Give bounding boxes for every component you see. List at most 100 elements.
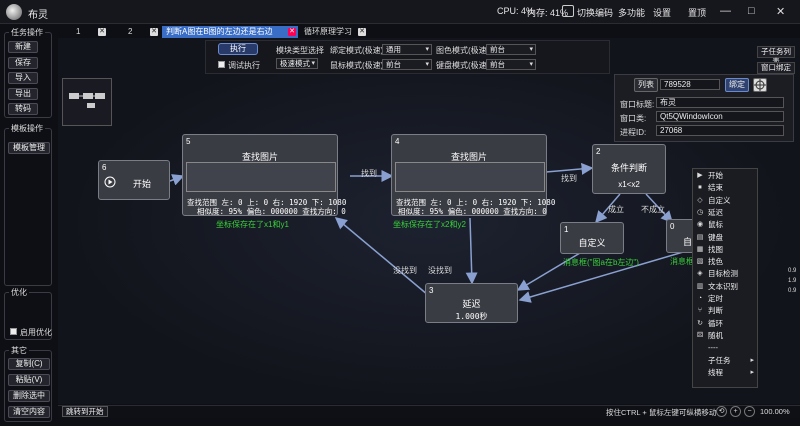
- menu-item-icon: ◉: [696, 221, 704, 229]
- context-menu-item[interactable]: ▤键盘: [692, 232, 758, 244]
- menu-item-icon: ◔: [697, 295, 703, 302]
- node-number: 6: [102, 163, 107, 172]
- tab-close-icon[interactable]: ✕: [358, 28, 366, 36]
- window-title-label: 窗口标题:: [620, 100, 655, 109]
- window-class-field[interactable]: Qt5QWindowIcon: [656, 111, 784, 122]
- edge-custom0-to-delay: [518, 249, 691, 303]
- delete-selected-button[interactable]: 删除选中: [8, 390, 50, 402]
- close-button[interactable]: ✕: [776, 6, 786, 18]
- module-type-label: 模块类型选择: [276, 46, 324, 55]
- tab-close-icon[interactable]: ✕: [98, 28, 106, 36]
- save-button[interactable]: 保存: [8, 57, 38, 69]
- tab-label: 判断A图在B图的左边还是右边: [166, 27, 273, 36]
- window-bind-tab[interactable]: 窗口绑定: [757, 62, 795, 74]
- tab-label: 2: [128, 27, 133, 36]
- group-title: 其它: [9, 345, 29, 356]
- clear-content-button[interactable]: 清空内容: [8, 406, 50, 418]
- edge-label-not-found: 没找到: [428, 266, 452, 275]
- switch-code-button[interactable]: 切换编码: [577, 8, 614, 18]
- paste-button[interactable]: 粘贴(V): [8, 374, 50, 386]
- menu-item-label: 自定义: [708, 195, 731, 205]
- copy-button[interactable]: 复制(C): [8, 358, 50, 370]
- app-logo-icon: [6, 4, 22, 20]
- edge-custom1-to-delay: [516, 252, 581, 291]
- context-menu-item[interactable]: ◇自定义: [692, 195, 758, 207]
- tab-2[interactable]: 2✕: [124, 26, 160, 38]
- process-id-field[interactable]: 27068: [656, 125, 784, 136]
- new-button[interactable]: 新建: [8, 41, 38, 53]
- window-title-field[interactable]: 布灵: [656, 97, 784, 108]
- menu-item-icon: ◷: [696, 208, 704, 216]
- zoom-out-icon[interactable]: −: [744, 406, 755, 417]
- menu-item-icon: ⏹: [698, 184, 702, 192]
- context-menu-item[interactable]: ⑂判断: [692, 305, 758, 317]
- context-menu-item[interactable]: 线程▸: [692, 367, 758, 379]
- context-menu-item[interactable]: ↻循环: [692, 318, 758, 330]
- module-type-select[interactable]: 极速模式: [276, 58, 318, 69]
- node-title: 自定义: [578, 238, 606, 248]
- node-custom-1[interactable]: 1 自定义: [560, 222, 624, 254]
- mouse-mode-select[interactable]: 前台: [382, 59, 432, 70]
- pin-button[interactable]: 置顶: [688, 8, 707, 18]
- menu-item-label: 延迟: [708, 207, 723, 217]
- template-manage-button[interactable]: 模板管理: [8, 142, 50, 154]
- bind-mode-select[interactable]: 通用: [382, 44, 432, 55]
- image-mode-select[interactable]: 前台: [486, 44, 536, 55]
- tab-close-icon[interactable]: ✕: [288, 28, 296, 36]
- context-menu-item[interactable]: ⚄随机: [692, 330, 758, 342]
- tab-compare-images[interactable]: 判断A图在B图的左边还是右边 ✕: [162, 26, 298, 38]
- edge-cond-to-custom0: [645, 193, 674, 224]
- fit-view-icon[interactable]: ⟲: [716, 406, 727, 417]
- context-menu-item[interactable]: ◈目标检测: [692, 268, 758, 280]
- menu-item-icon: ↻: [697, 319, 703, 327]
- bind-window-button[interactable]: 绑定: [725, 78, 749, 92]
- zoom-in-icon[interactable]: +: [730, 406, 741, 417]
- multi-function-button[interactable]: 多功能: [618, 8, 646, 18]
- context-menu-item[interactable]: ◉鼠标: [692, 219, 758, 231]
- context-menu-item[interactable]: ----: [692, 342, 758, 354]
- node-number: 4: [395, 137, 400, 146]
- context-menu-item[interactable]: ◔定时: [692, 293, 758, 305]
- menu-item-icon: ⚄: [696, 331, 704, 339]
- context-menu-item[interactable]: ⏹结束: [692, 182, 758, 194]
- minimize-button[interactable]: —: [720, 5, 731, 17]
- crosshair-target-icon[interactable]: [753, 78, 767, 92]
- maximize-button[interactable]: □: [748, 5, 755, 17]
- jump-to-start-button[interactable]: 跳转到开始: [62, 406, 108, 417]
- edge-delay-to-find1: [334, 217, 429, 296]
- optimize-checkbox[interactable]: [10, 328, 17, 335]
- group-title: 任务操作: [9, 27, 45, 38]
- task-operations-group: 任务操作: [4, 27, 52, 118]
- minimap-node: [87, 103, 95, 108]
- node-start[interactable]: 6 开始: [98, 160, 170, 200]
- context-menu-item[interactable]: ▥文本识别: [692, 281, 758, 293]
- transcode-button[interactable]: 转码: [8, 103, 38, 115]
- context-menu-item[interactable]: ▶开始: [692, 170, 758, 182]
- context-menu-item[interactable]: 子任务▸: [692, 355, 758, 367]
- tab-loop-study[interactable]: 循环原理学习✕: [300, 26, 368, 38]
- tab-close-icon[interactable]: ✕: [150, 28, 158, 36]
- import-button[interactable]: 导入: [8, 72, 38, 84]
- keyboard-mode-select[interactable]: 前台: [486, 59, 536, 70]
- execute-button[interactable]: 执行: [218, 43, 258, 55]
- debug-checkbox[interactable]: [218, 61, 225, 68]
- export-button[interactable]: 导出: [8, 88, 38, 100]
- node-condition[interactable]: 2 条件判断 x1<x2: [592, 144, 666, 194]
- image-mode-label: 图色模式(极速):: [436, 46, 492, 55]
- context-menu-item[interactable]: ▧找色: [692, 256, 758, 268]
- window-handle-field[interactable]: 789528: [660, 79, 720, 90]
- context-menu-item[interactable]: ▦找图: [692, 244, 758, 256]
- window-list-button[interactable]: 列表: [634, 78, 658, 92]
- minimap-node: [69, 93, 79, 99]
- context-menu-item[interactable]: ◷ 延迟: [692, 207, 758, 219]
- node-delay[interactable]: 3 延迟 1.000秒: [425, 283, 518, 323]
- settings-button[interactable]: 设置: [653, 8, 672, 18]
- node-find-image-1[interactable]: 5 查找图片 查找范围 左: 0 上: 0 右: 1920 下: 1080 相似…: [182, 134, 346, 216]
- minimap-thumbnail[interactable]: [62, 78, 112, 126]
- node-find-image-2[interactable]: 4 查找图片 查找范围 左: 0 上: 0 右: 1920 下: 1080 相似…: [391, 134, 555, 216]
- subtask-list-tab[interactable]: 子任务列表: [757, 46, 795, 66]
- menu-item-label: 子任务: [708, 355, 731, 365]
- tab-1[interactable]: 1✕: [72, 26, 108, 38]
- edge-readout: 1.9: [788, 278, 797, 284]
